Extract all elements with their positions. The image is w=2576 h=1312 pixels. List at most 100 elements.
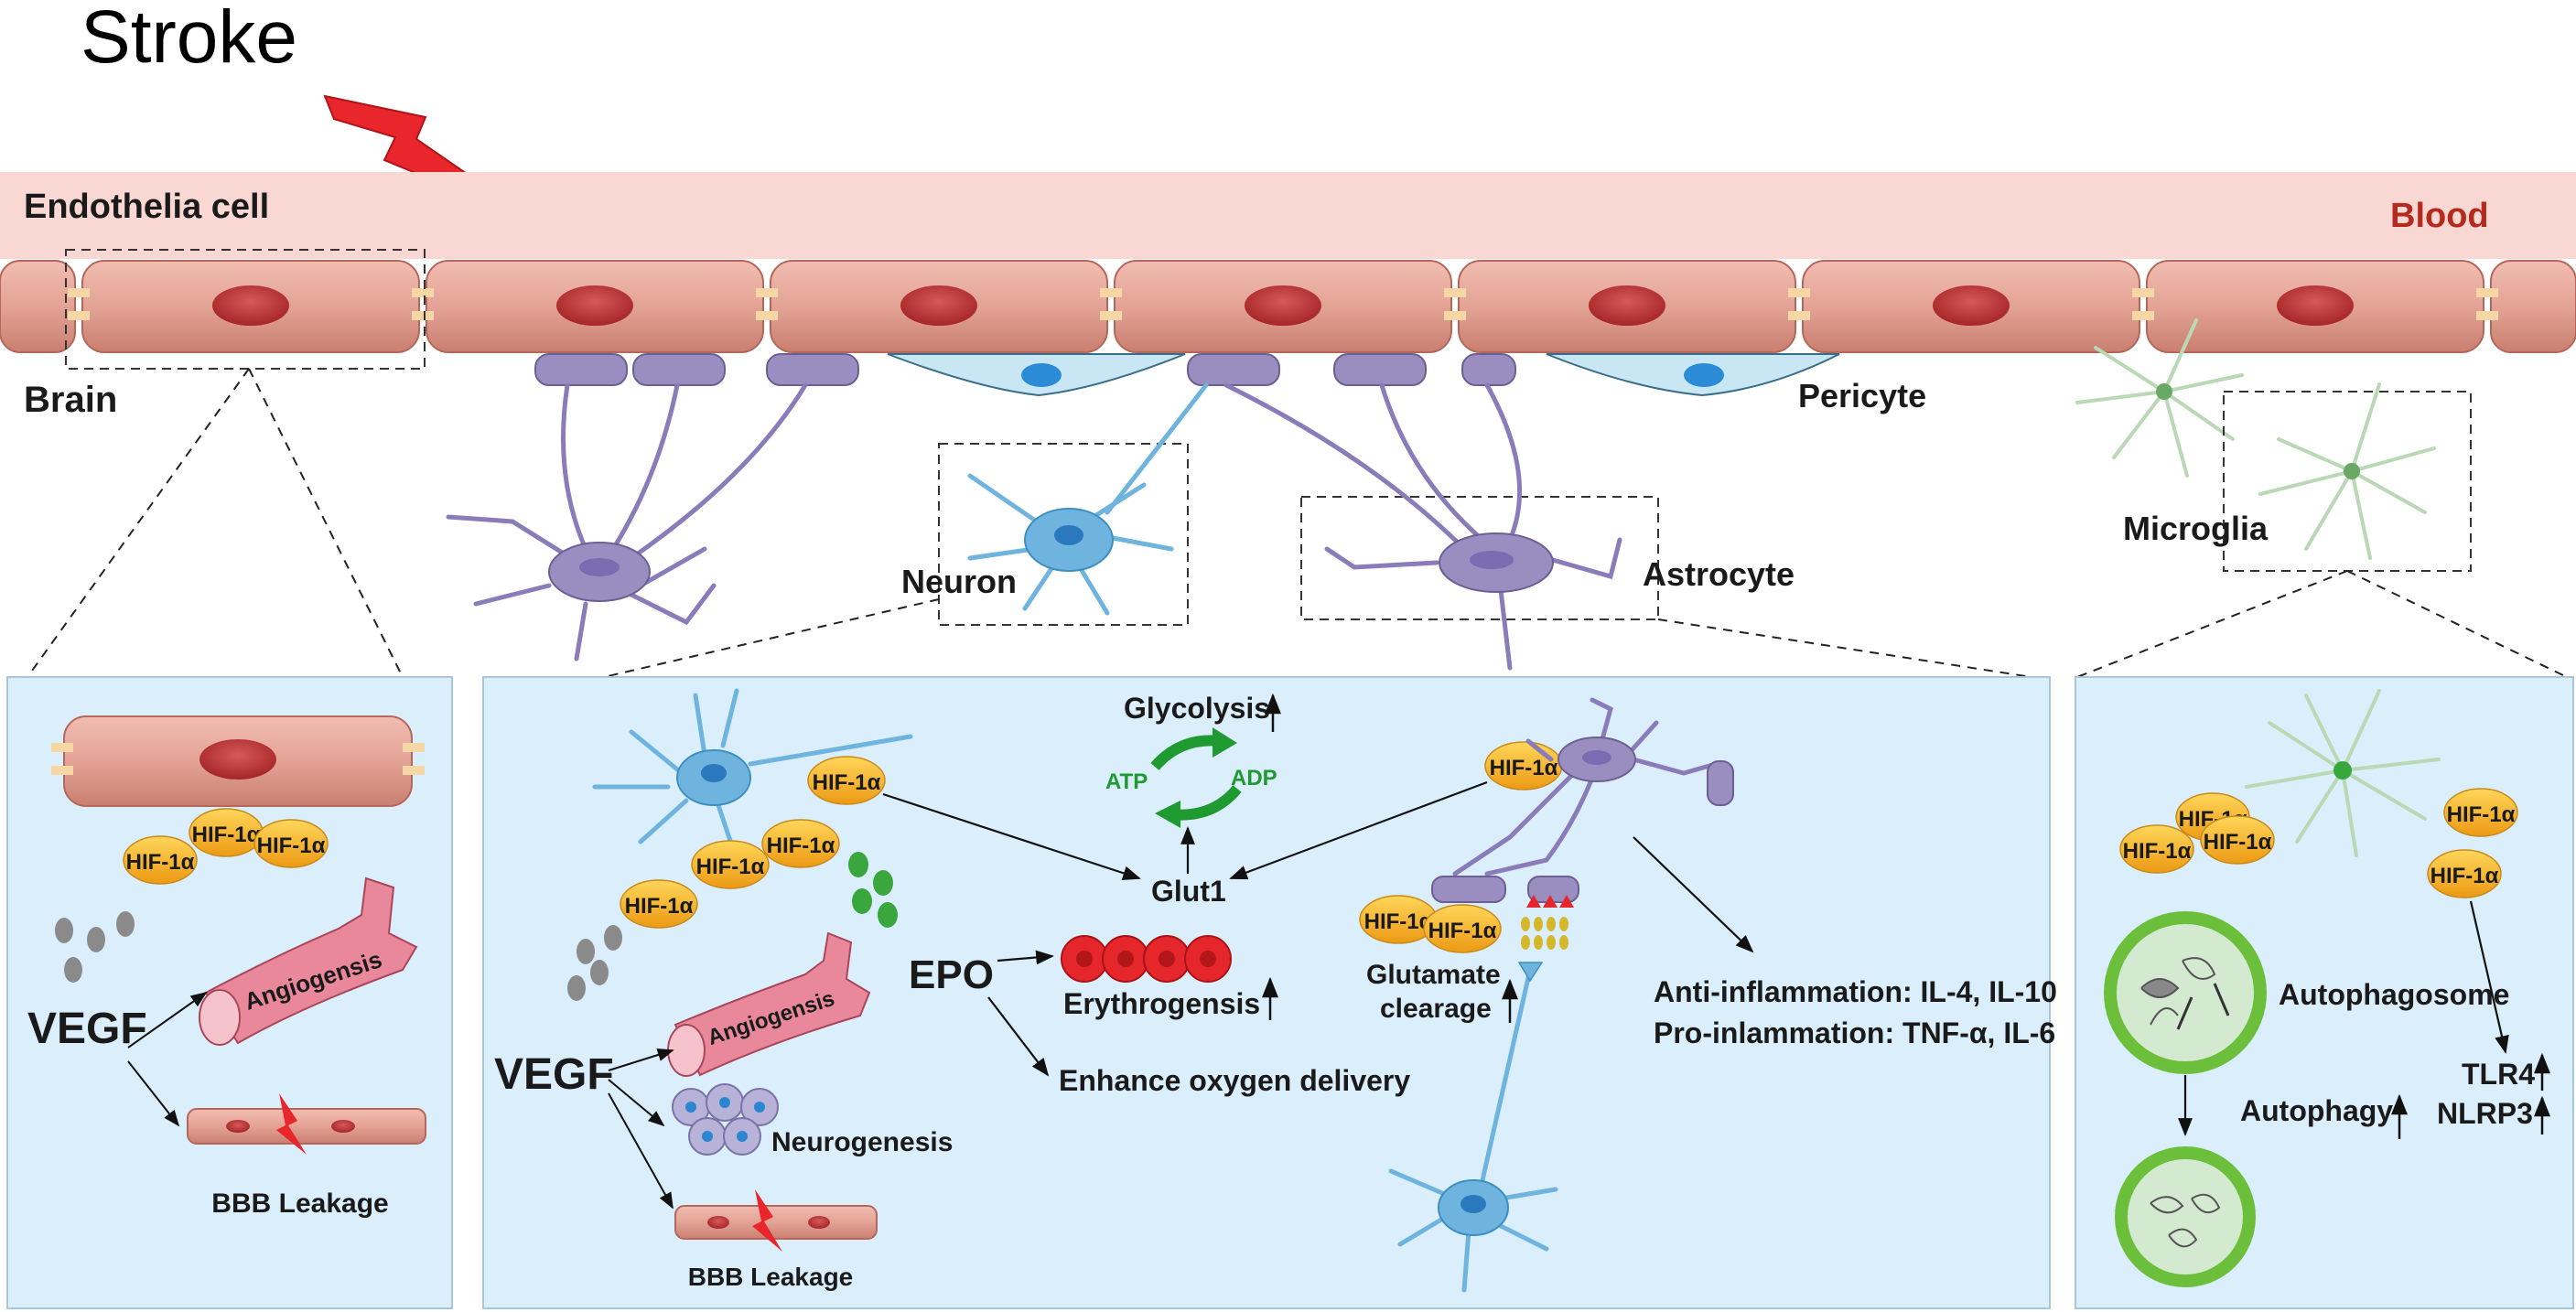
- autophagy-label: Autophagy: [2240, 1094, 2393, 1127]
- hif-label: HIF-1α: [2430, 864, 2499, 888]
- astrocyte-panel: [1452, 697, 1719, 876]
- arrow: [127, 1060, 180, 1127]
- neuron-label: Neuron: [901, 563, 1017, 600]
- red-blood-cells: [1061, 935, 1232, 983]
- erythrogenesis-label: Erythrogensis: [1063, 987, 1260, 1020]
- arrow: [608, 1092, 674, 1210]
- arrow: [987, 996, 1050, 1077]
- vegf-label: VEGF: [494, 1050, 614, 1099]
- hif-label: HIF-1α: [625, 894, 694, 919]
- vegf-particles: [567, 925, 622, 1001]
- tlr4-label: TLR4: [2462, 1058, 2535, 1091]
- hif-badge-group: HIF-1α HIF-1α HIF-1α HIF-1α HIF-1α: [2119, 788, 2518, 898]
- microglia-panel: [2245, 689, 2441, 857]
- astrocyte-endfoot: [1707, 760, 1734, 806]
- lightning-bolt-icon: [276, 1093, 307, 1155]
- arrow: [1229, 780, 1488, 880]
- hif-label: HIF-1α: [767, 833, 835, 858]
- nucleus: [900, 285, 977, 326]
- arrow: [997, 950, 1054, 965]
- neuron-dashed-box: [938, 443, 1189, 626]
- atp-adp-cycle: [1150, 727, 1242, 828]
- astrocyte-endfoot: [1527, 876, 1579, 903]
- astrocyte-label: Astrocyte: [1643, 555, 1795, 593]
- glutamate-label-2: clearage: [1380, 994, 1492, 1024]
- astrocyte-mid: [1223, 382, 1622, 671]
- astrocyte-dashed-box: [1300, 496, 1659, 620]
- nucleus: [1589, 285, 1665, 326]
- vegf-label: VEGF: [27, 1005, 147, 1053]
- endothelia-label: Endothelia cell: [24, 188, 269, 226]
- arrow: [127, 991, 208, 1049]
- bbb-label: BBB Leakage: [688, 1263, 854, 1291]
- hif-label: HIF-1α: [1428, 919, 1497, 943]
- anti-inflammation-label: Anti-inflammation: IL-4, IL-10: [1654, 975, 2057, 1008]
- hif-label: HIF-1α: [2447, 802, 2516, 827]
- pericyte-label: Pericyte: [1798, 377, 1926, 414]
- left-endothelial-cell: [51, 715, 425, 807]
- blood-label: Blood: [2390, 197, 2489, 235]
- nucleus: [1933, 285, 2010, 326]
- hif-label: HIF-1α: [257, 833, 326, 858]
- brain-label: Brain: [24, 380, 117, 420]
- bbb-vessel: [187, 1093, 426, 1155]
- neural-progenitor-cells: [672, 1083, 779, 1156]
- neuron-mid: [592, 688, 913, 849]
- hif-label: HIF-1α: [2123, 839, 2192, 864]
- arrow: [1633, 836, 1754, 953]
- atp-label: ATP: [1105, 769, 1148, 794]
- glycolysis-label: Glycolysis: [1124, 692, 1270, 725]
- epo-label: EPO: [909, 952, 994, 997]
- autophagosome: [2104, 911, 2267, 1074]
- pericyte: [887, 353, 1840, 397]
- hif-label: HIF-1α: [126, 850, 195, 875]
- nucleus: [212, 285, 289, 326]
- endothelial-cell: [0, 260, 76, 353]
- arrow: [608, 1048, 674, 1071]
- glutamate-label: Glutamate: [1366, 960, 1501, 990]
- nlrp3-label: NLRP3: [2437, 1097, 2533, 1130]
- microglia-label: Microglia: [2123, 510, 2269, 547]
- nucleus: [1245, 285, 1321, 326]
- hif-label: HIF-1α: [2204, 830, 2272, 855]
- adp-label: ADP: [1231, 766, 1277, 790]
- angiogenesis-vessel: Angiogensis: [199, 876, 418, 1046]
- lightning-bolt-icon: [752, 1189, 782, 1252]
- autophagosome-label: Autophagosome: [2279, 978, 2509, 1011]
- neuron-lower: [1388, 967, 1558, 1293]
- page-title: Stroke: [81, 0, 297, 79]
- microglia-top: [2075, 318, 2436, 560]
- astrocyte-endfoot: [1431, 876, 1506, 903]
- zoom-lines: [27, 368, 2568, 678]
- hif-badge-group: HIF-1α HIF-1α HIF-1α: [123, 808, 329, 885]
- autolysosome: [2115, 1146, 2256, 1287]
- pro-inflammation-label: Pro-inlammation: TNF-α, IL-6: [1654, 1016, 2055, 1049]
- hif-label: HIF-1α: [696, 855, 765, 879]
- bbb-label: BBB Leakage: [211, 1188, 388, 1219]
- neuron-top: [967, 382, 1209, 616]
- arrow: [2469, 900, 2509, 1054]
- tight-junctions: [68, 288, 2498, 320]
- hif-label: HIF-1α: [1490, 756, 1558, 780]
- hif-label: HIF-1α: [1364, 909, 1433, 934]
- bbb-vessel: [674, 1189, 878, 1252]
- arrow: [608, 1079, 665, 1127]
- astrocyte-endfeet: [534, 353, 1516, 386]
- glutamate-vesicles: [1521, 895, 1574, 950]
- nucleus: [556, 285, 633, 326]
- endothelial-dashed-box: [65, 249, 426, 370]
- green-particles: [848, 852, 898, 928]
- axon-terminal: [1517, 962, 1544, 983]
- vegf-particles: [55, 911, 135, 983]
- hif-label: HIF-1α: [192, 823, 261, 847]
- glut1-label: Glut1: [1151, 875, 1226, 908]
- oxygen-label: Enhance oxygen delivery: [1059, 1064, 1410, 1097]
- nucleus: [2277, 285, 2354, 326]
- neurogenesis-label: Neurogenesis: [771, 1127, 953, 1157]
- astrocyte-left: [446, 382, 808, 661]
- endothelial-cell: [2490, 260, 2576, 353]
- endothelial-cell-row: [0, 260, 2576, 353]
- hif-label: HIF-1α: [813, 770, 881, 795]
- blood-vessel-band: [0, 172, 2576, 259]
